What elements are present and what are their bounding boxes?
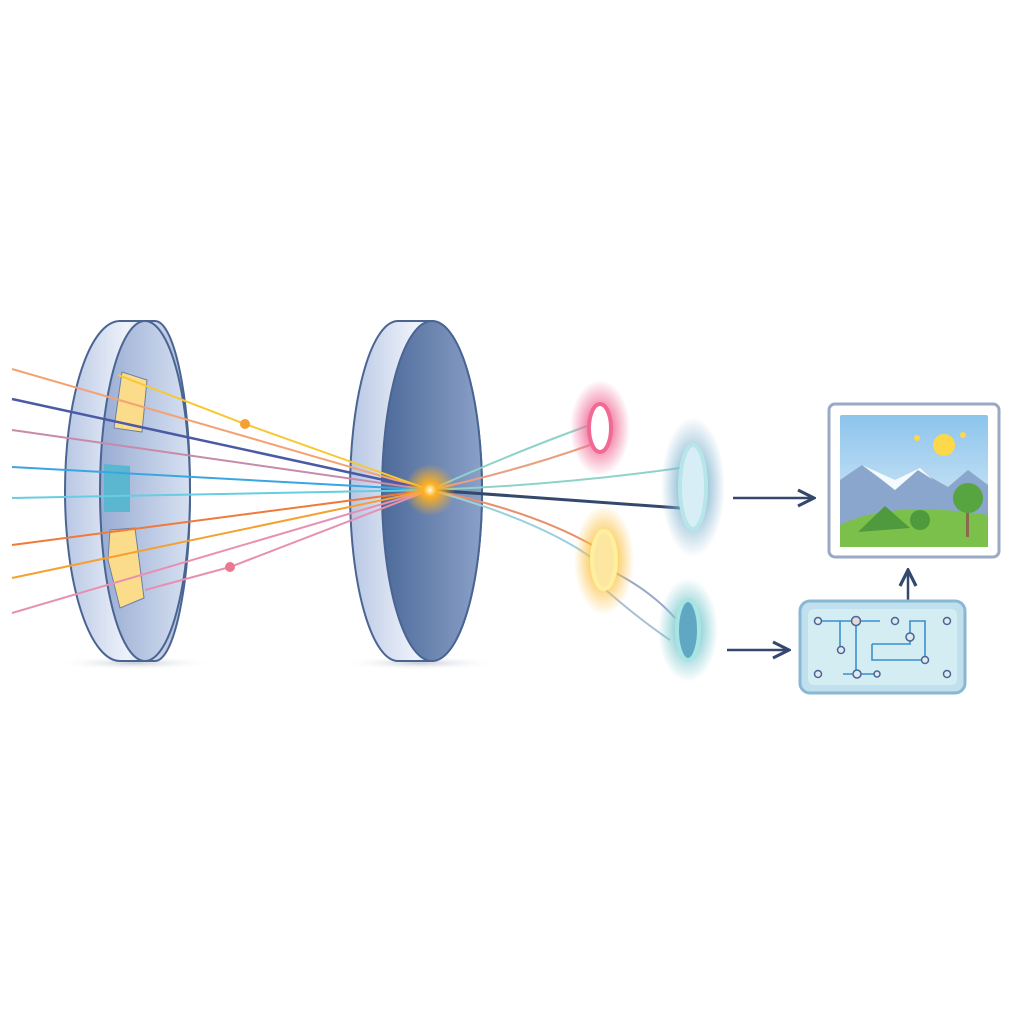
landscape-picture-icon — [827, 402, 1001, 559]
glowing-ring-icon — [661, 417, 725, 557]
ray-marker-dot — [240, 419, 250, 429]
ray-marker-dot — [225, 562, 235, 572]
glowing-ring-icon — [658, 578, 718, 682]
incoming-rays — [11, 368, 431, 614]
glowing-ring-icon — [574, 505, 634, 615]
ray — [11, 489, 431, 614]
lens-with-patches-icon — [64, 320, 191, 662]
lens-shadow — [340, 656, 500, 670]
ray — [11, 368, 431, 491]
ray — [11, 397, 431, 492]
ray — [11, 489, 431, 546]
ray — [11, 429, 431, 491]
glowing-ring-icon — [570, 380, 630, 476]
lens-shadow — [55, 656, 215, 670]
circuit-board-icon — [798, 599, 967, 695]
ray — [11, 489, 431, 579]
ray — [11, 466, 431, 491]
glowing-spark-icon — [404, 464, 456, 516]
ray — [11, 489, 431, 499]
